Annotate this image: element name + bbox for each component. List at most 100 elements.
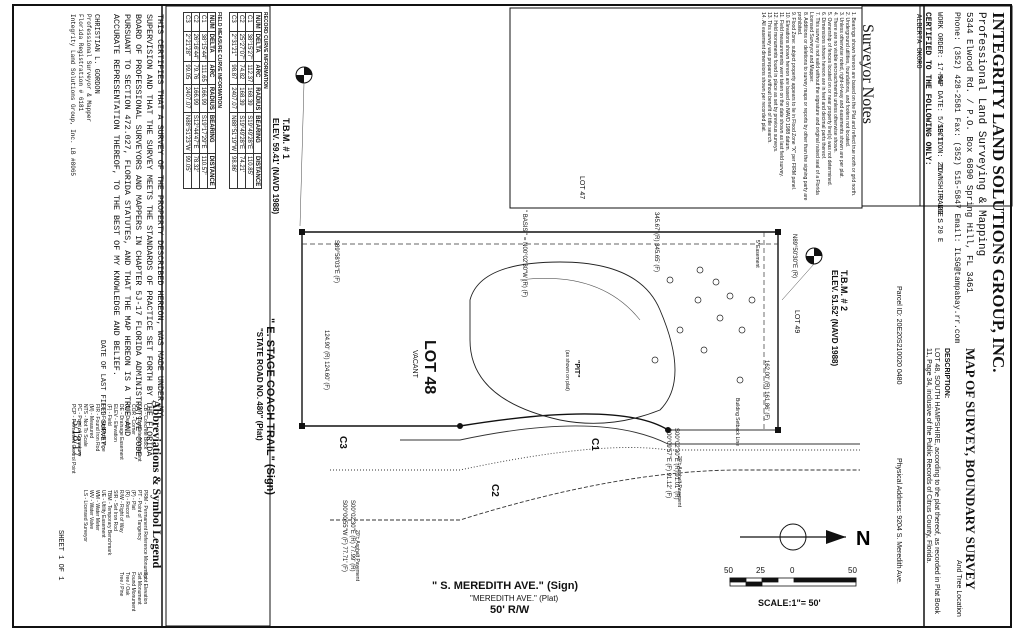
table-cell: C3	[183, 12, 192, 32]
table-header: BEARING	[207, 112, 216, 154]
table-header: RADIUS	[253, 84, 262, 113]
table-cell: 166.99	[199, 84, 208, 113]
lot-vacant: VACANT	[411, 350, 418, 378]
basis-bearing: " BASIS " = N00°02'30"W (R) (F)	[521, 210, 527, 298]
road-east-name: " E. STAGE COACH TRAIL" (Sign)	[264, 318, 276, 496]
legend-item: Tree / Pine	[118, 572, 124, 597]
map-subtitle: And Tree Location	[955, 560, 962, 617]
scale-tick-50a: 50	[724, 566, 733, 575]
note-item: 7. This survey is not valid without the …	[808, 12, 820, 195]
record-curve-heading: RECORD CURVE INFORMATION	[262, 12, 268, 89]
work-order: WORK ORDER: 17-96	[935, 12, 943, 84]
surveyor-firm: Integrity Land Solutions Group, Inc. LB …	[69, 14, 76, 177]
legend-item: WV - Water Valve	[88, 490, 94, 530]
pavement-label-south: 20'± Asphalt Pavement	[354, 530, 360, 581]
parcel-id: Parcel ID: 20E20S210020 0480	[895, 286, 902, 385]
easement-label: 5' Easement	[754, 240, 760, 268]
surveyor-license: Professional Surveyor & Mapper	[85, 14, 92, 123]
legend-item: PRM - Permanent Reference Monument	[142, 490, 148, 580]
curve-c1: C1	[589, 438, 600, 451]
certified-name: ALBERTA OKORO	[914, 14, 922, 69]
ne-distance: 162.00' (R) 161.86' (F)	[763, 360, 769, 420]
table-header: ARC	[253, 61, 262, 85]
note-item: 11. Field measurements were taken on the…	[778, 12, 784, 177]
tbm1-label: T.B.M. # 1	[281, 118, 291, 160]
road-south-plat: "MEREDITH AVE." (Plat)	[470, 594, 559, 603]
road-south-name: " S. MEREDITH AVE." (Sign)	[432, 580, 579, 592]
lot-label: LOT 48	[421, 340, 438, 395]
table-cell: C2	[237, 12, 246, 32]
lot-boundary	[301, 231, 779, 431]
legend-item: LS - Licensed Surveyor	[82, 490, 88, 542]
pit-contour	[519, 278, 641, 321]
tbm2-elev: ELEV. 51.52' (NAVD 1988)	[830, 270, 839, 367]
table-cell: 110.57'	[199, 153, 208, 189]
note-item: 4. There are no visible encroachments un…	[832, 12, 838, 153]
pit-note: (as shown on plat)	[564, 350, 570, 391]
north-arrow: N	[740, 523, 870, 551]
legend-item: Spot Elevation	[142, 572, 148, 605]
sheet-border	[12, 4, 1012, 628]
table-cell: S12°44'47"E	[191, 112, 200, 154]
table-header: NUM	[253, 12, 262, 32]
legend-item: UE - Utility Easement	[100, 490, 106, 538]
company-name: INTEGRITY LAND SOLUTIONS GROUP, INC.	[989, 12, 1008, 373]
table-cell: 2407.07	[183, 84, 192, 113]
description-heading: DESCRIPTION:	[943, 348, 950, 399]
table-cell: 168.39	[237, 84, 246, 113]
table-header: ARC	[207, 61, 216, 85]
pavement-label-east: 20'± Asphalt Pavement	[676, 456, 682, 507]
note-item: 1. Bearings shown hereon are based on th…	[850, 12, 856, 197]
north-distance: 345.67' (R) 345.65' (F)	[653, 212, 659, 272]
note-item: 14. All easement dimensions shown per re…	[760, 12, 766, 133]
legend-item: CM - Concrete Monument	[136, 404, 142, 462]
note-item: 13. This survey was prepared without ben…	[766, 12, 772, 144]
south-curve	[302, 413, 669, 431]
company-name-box	[919, 5, 1013, 207]
table-cell: 2°21'28"	[183, 31, 192, 62]
notes-heading: Surveyor Notes	[859, 24, 876, 124]
table-cell: 79.76	[191, 61, 200, 85]
legend-item: SIR - Set Iron Rod	[112, 490, 118, 531]
road-east-plat: "STATE ROAD NO. 480" (Plat)	[255, 328, 264, 441]
svg-text:N: N	[856, 528, 870, 550]
curve-c2: C2	[489, 484, 500, 497]
table-cell: 111.65	[199, 61, 208, 85]
tree-cluster	[651, 266, 756, 384]
table-cell: 2407.07	[229, 84, 238, 113]
setback-line	[400, 425, 860, 445]
note-item: 3. Unless otherwise noted, right-of-way …	[838, 12, 844, 178]
lot49-label: LOT 49	[793, 310, 800, 334]
table-cell: S19°17'29"E	[199, 112, 208, 154]
pavement-edge	[330, 469, 860, 521]
tbm1-symbol	[295, 66, 313, 84]
company-address: 5344 Elwood Rd. / P.O. Box 6890 Spring H…	[964, 12, 974, 293]
map-title: MAP OF SURVEY, BOUNDARY SURVEY	[963, 348, 978, 590]
scale-tick-50b: 50	[848, 566, 857, 575]
legend-item: NTS - Not To Scale	[82, 404, 88, 447]
legend-item: Set Monument	[136, 572, 142, 605]
table-cell: 98.86'	[229, 153, 238, 189]
legend-item: DE - Drainage Easement	[118, 404, 124, 460]
legend-item: FIR - Found Iron Rod	[94, 404, 100, 452]
table-header: RADIUS	[207, 84, 216, 113]
table-header: DELTA	[207, 31, 216, 62]
monuments	[299, 229, 781, 433]
table-header: DISTANCE	[253, 153, 262, 189]
table-cell: 112.37	[245, 61, 254, 85]
note-item: 12. Held monuments found in place as set…	[772, 12, 778, 153]
table-cell: C2	[191, 12, 200, 32]
notes-box	[509, 7, 863, 209]
note-item: 5. Ownership of fences located on or nea…	[826, 12, 832, 186]
table-cell: S19°49'28"E	[237, 112, 246, 154]
